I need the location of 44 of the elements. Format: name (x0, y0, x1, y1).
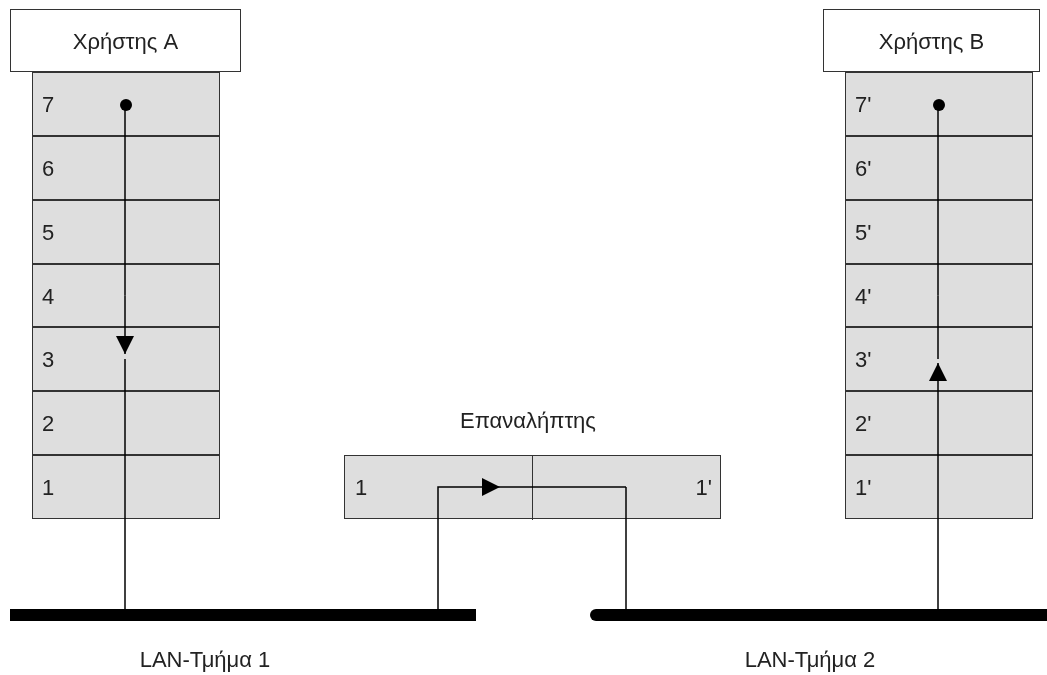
layer-box (32, 327, 220, 391)
layer-number: 4' (855, 285, 872, 308)
layer-box (845, 136, 1033, 200)
port-label: 1 (355, 477, 368, 499)
layer-box (32, 72, 220, 136)
layer-number: 7' (855, 94, 872, 116)
layer-number: 6' (855, 158, 872, 180)
layer-number: 7 (42, 94, 55, 116)
signal-arrow (929, 362, 947, 424)
port-label: 1' (695, 477, 712, 499)
layer-box (845, 264, 1033, 327)
layer-number: 4 (42, 285, 55, 308)
layer-box (845, 72, 1033, 136)
layer-box (32, 391, 220, 455)
layer-number: 5 (42, 222, 55, 244)
user-box (823, 9, 1040, 72)
layer-number: 2' (855, 413, 872, 435)
layer-number: 3 (42, 349, 55, 371)
user-label: Χρήστης B (877, 30, 986, 53)
dot-marker (120, 99, 132, 111)
layer-number: 3' (855, 349, 872, 371)
signal-arrow (437, 478, 501, 610)
dot-marker (933, 99, 945, 111)
layer-number: 1' (855, 477, 872, 499)
layer-box (845, 455, 1033, 519)
layer-box (845, 200, 1033, 264)
layer-number: 2 (42, 413, 55, 435)
repeater-label: Επαναλήπτης (459, 410, 597, 432)
layer-number: 5' (855, 222, 872, 244)
layer-box (32, 264, 220, 327)
layer-number: 1 (42, 477, 55, 499)
layer-box (32, 200, 220, 264)
user-label: Χρήστης A (71, 30, 180, 53)
user-box (10, 9, 241, 72)
layer-number: 6 (42, 158, 55, 180)
network-segment-bar (10, 609, 476, 621)
segment-label: LAN-Τμήμα 2 (743, 649, 877, 671)
layer-box (845, 391, 1033, 455)
segment-label: LAN-Τμήμα 1 (138, 649, 272, 671)
layer-box (32, 455, 220, 519)
layer-box (845, 327, 1033, 391)
network-segment-bar (590, 609, 1047, 621)
layer-box (32, 136, 220, 200)
signal-arrow (116, 294, 134, 355)
